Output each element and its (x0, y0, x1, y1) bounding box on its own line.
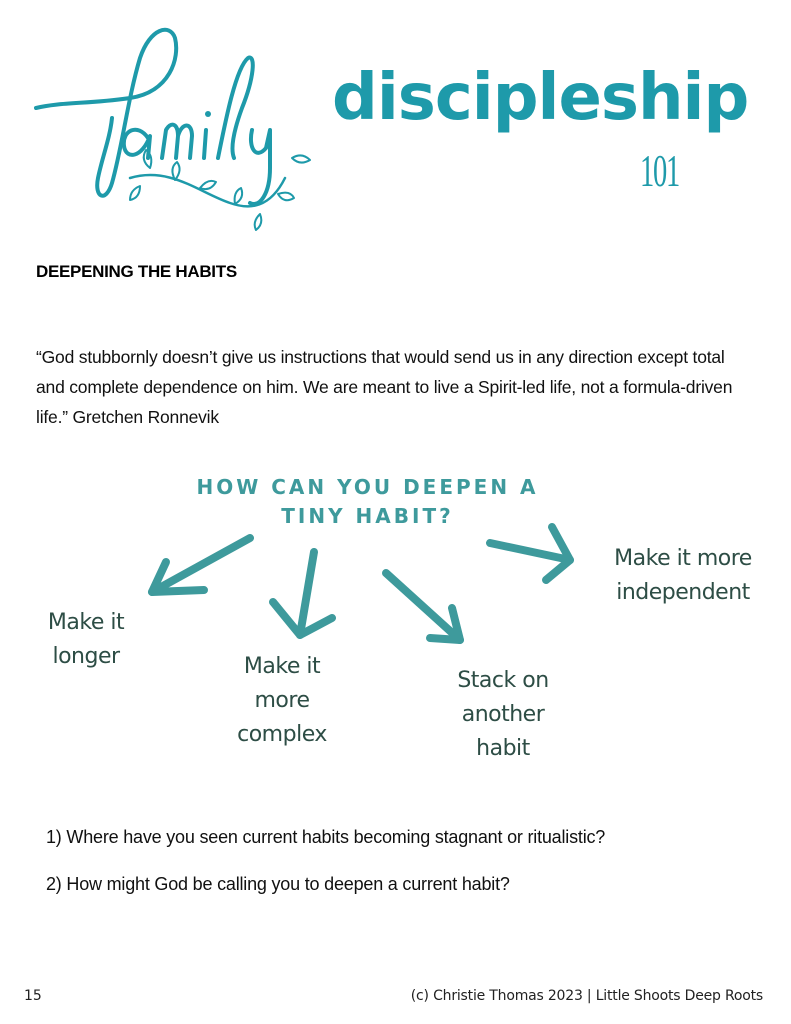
diagram-arrows (148, 523, 574, 644)
question-2: 2) How might God be calling you to deepe… (46, 874, 510, 894)
page-number: 15 (24, 988, 42, 1004)
option-stack-on-habit: Stack on another habit (457, 668, 549, 761)
diagram-heading: HOW CAN YOU DEEPEN A TINY HABIT? (150, 473, 585, 531)
footer-copyright: (c) Christie Thomas 2023 | Little Shoots… (410, 988, 763, 1004)
arrow-down-left-icon (148, 534, 254, 596)
diagram-heading-line1: HOW CAN YOU DEEPEN A (196, 475, 539, 499)
option-more-independent: Make it more independent (614, 546, 752, 605)
option-more-complex: Make it more complex (237, 654, 327, 747)
title-discipleship: discipleship (332, 61, 749, 135)
option-longer: Make it longer (47, 610, 125, 669)
quote-text: “God stubbornly doesn’t give us instruct… (36, 347, 733, 427)
arrow-right-icon (486, 523, 574, 584)
subtitle-101: 101 (640, 145, 680, 196)
arrow-down-icon (269, 548, 336, 639)
diagram-heading-line2: TINY HABIT? (281, 504, 454, 528)
family-script-logo (34, 27, 311, 231)
question-1: 1) Where have you seen current habits be… (46, 827, 606, 847)
arrow-down-right-icon (382, 569, 464, 644)
section-heading: DEEPENING THE HABITS (36, 262, 237, 281)
